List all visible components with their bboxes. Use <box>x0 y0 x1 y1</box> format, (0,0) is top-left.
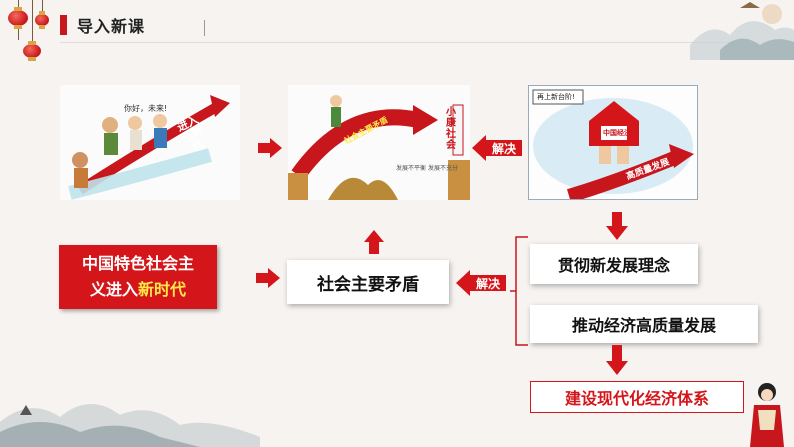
arrow-down-1 <box>606 212 628 240</box>
new-era-bubble: 你好，未来! <box>124 104 168 113</box>
road-right-note: 发展不充分 <box>428 165 459 172</box>
ink-mountain-decoration <box>0 403 260 447</box>
new-era-illustration: 进入 新时代 你好，未来! <box>60 85 240 200</box>
economy-house-label: 中国经济 <box>603 129 631 137</box>
new-era-line-2: 义进入新时代 <box>90 277 186 303</box>
header-divider <box>204 20 205 36</box>
arrow-down-2 <box>606 345 628 375</box>
economy-illustration: 再上新台阶! 中国经济 高质量发展 <box>528 85 698 200</box>
page-title: 导入新课 <box>77 17 146 36</box>
economy-bubble: 再上新台阶! <box>537 93 575 101</box>
new-era-box: 中国特色社会主 义进入新时代 <box>59 245 217 309</box>
arrow-right-2 <box>256 268 280 288</box>
jiejue-arrow-mid: 解决 <box>456 268 506 298</box>
modern-economy-box: 建设现代化经济体系 <box>530 381 744 413</box>
header-accent <box>60 15 67 35</box>
header-line <box>60 42 740 43</box>
road-sign: 小康社会 <box>446 107 456 151</box>
mountain-decoration <box>690 2 794 60</box>
arrow-right-1 <box>258 138 282 158</box>
header: 导入新课 <box>60 10 210 40</box>
figure-decoration <box>750 383 784 447</box>
main-contradiction-box: 社会主要矛盾 <box>287 260 449 304</box>
jiejue-mid-label: 解决 <box>475 276 500 291</box>
high-quality-box: 推动经济高质量发展 <box>530 305 758 343</box>
arrow-up <box>364 230 384 254</box>
jiejue-top-label: 解决 <box>491 141 516 156</box>
concept-box: 贯彻新发展理念 <box>530 244 698 284</box>
jiejue-arrow-top: 解决 <box>472 133 522 163</box>
contradiction-illustration: 社会主要矛盾 小康社会 发展不平衡 发展不充分 <box>288 85 470 200</box>
new-era-line-2-prefix: 义进入 <box>89 280 138 299</box>
new-era-line-1: 中国特色社会主 <box>81 254 194 273</box>
new-era-highlight: 新时代 <box>138 280 187 299</box>
road-left-note: 发展不平衡 <box>396 165 427 172</box>
bracket <box>510 236 528 346</box>
